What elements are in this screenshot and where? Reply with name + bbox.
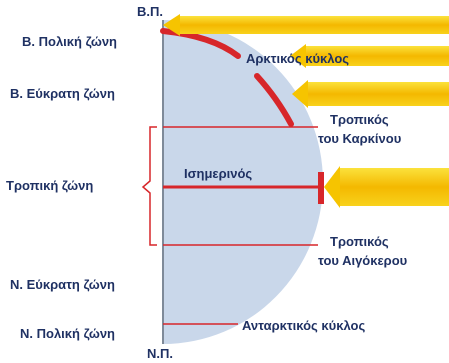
tropical-zone-bracket	[141, 126, 157, 246]
equator-label: Ισημερινός	[184, 166, 252, 181]
equator-highlight-mark	[318, 172, 324, 204]
cancer-highlight-arc	[254, 73, 294, 127]
tropical-zone-label: Τροπική ζώνη	[6, 178, 93, 193]
tropic-of-cancer-label-line2: του Καρκίνου	[318, 131, 402, 146]
arctic-circle-label: Αρκτικός κύκλος	[246, 51, 349, 66]
antarctic-circle-label: Ανταρκτικός κύκλος	[242, 318, 365, 333]
tropic-of-capricorn-label-line1: Τροπικός	[330, 234, 389, 249]
north-polar-zone-label: Β. Πολική ζώνη	[22, 34, 117, 49]
globe-half	[163, 20, 323, 344]
north-pole-label: Β.Π.	[137, 4, 163, 19]
tropic-of-cancer-label-line1: Τροπικός	[330, 112, 389, 127]
arctic-highlight-arc	[160, 28, 241, 59]
tropic-of-capricorn-label-line2: του Αιγόκερου	[318, 253, 408, 268]
sun-ray-equator	[324, 166, 449, 208]
sun-ray-arctic	[290, 44, 449, 68]
north-temperate-zone-label: Β. Εύκρατη ζώνη	[10, 86, 115, 101]
south-temperate-zone-label: Ν. Εύκρατη ζώνη	[10, 277, 115, 292]
south-polar-zone-label: Ν. Πολική ζώνη	[20, 326, 115, 341]
sun-ray-top	[163, 14, 449, 36]
south-pole-label: Ν.Π.	[147, 346, 173, 361]
sun-ray-cancer	[292, 80, 449, 108]
